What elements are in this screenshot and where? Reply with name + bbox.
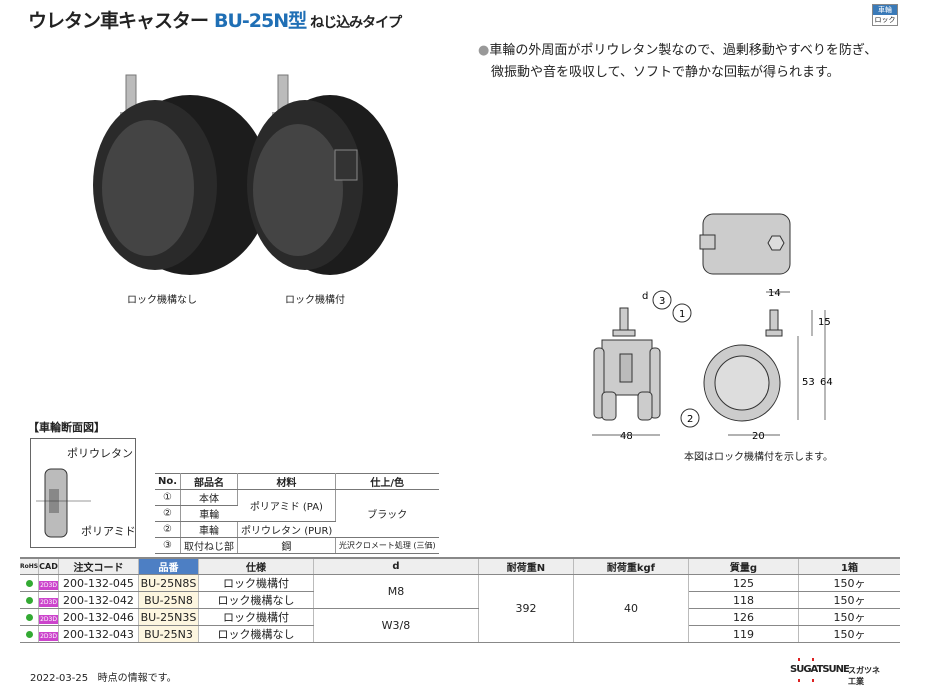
callout-1: 1 [679, 309, 685, 320]
callout-3: 3 [659, 296, 665, 307]
dim-53: 53 [802, 377, 815, 388]
technical-drawing: 3 1 2 d 48 14 20 15 53 64 [592, 213, 833, 442]
photo-caption: ロック機構なし [127, 295, 197, 306]
label-polyamide: ポリアミド [81, 525, 136, 538]
caster-lock-photo [247, 74, 398, 275]
label-polyurethane: ポリウレタン [67, 447, 133, 460]
rohs-icon [25, 579, 33, 587]
model-name: BU-25N型 [214, 10, 307, 32]
sugatsune-logo: SUGATSUNE スガツネ工業 [790, 658, 880, 686]
cad-download-link[interactable]: 2D3D [39, 597, 58, 607]
cad-download-link[interactable]: 2D3D [39, 614, 58, 624]
cross-section-diagram: ポリウレタン ポリアミド [30, 438, 136, 548]
dim-48: 48 [620, 431, 633, 442]
dim-d: d [642, 291, 648, 302]
dim-64: 64 [820, 377, 833, 388]
wheel-section-icon [36, 468, 91, 538]
dim-20: 20 [752, 431, 765, 442]
dim-15: 15 [818, 317, 831, 328]
dim-14: 14 [768, 288, 781, 299]
drawing-note: 本図はロック機構付を示します。 [684, 452, 833, 463]
callout-2: 2 [687, 414, 693, 425]
type-label: ねじ込みタイプ [310, 15, 402, 31]
caster-no-lock-photo [93, 74, 270, 275]
photo-caption: ロック機構付 [285, 295, 345, 306]
cad-download-link[interactable]: 2D3D [39, 631, 58, 641]
cross-section-title: 【車輪断面図】 [28, 421, 105, 434]
rohs-icon [25, 630, 33, 638]
rohs-icon [25, 613, 33, 621]
cad-download-link[interactable]: 2D3D [39, 580, 58, 590]
description: ●車輪の外周面がポリウレタン製なので、過剰移動やすべりを防ぎ、微振動や音を吸収し… [478, 43, 878, 80]
product-photos [93, 74, 398, 275]
lock-badge: 車輪ロック [872, 4, 898, 26]
rohs-icon [25, 596, 33, 604]
footer-note: 2022-03-25 時点の情報です。 [30, 673, 177, 684]
